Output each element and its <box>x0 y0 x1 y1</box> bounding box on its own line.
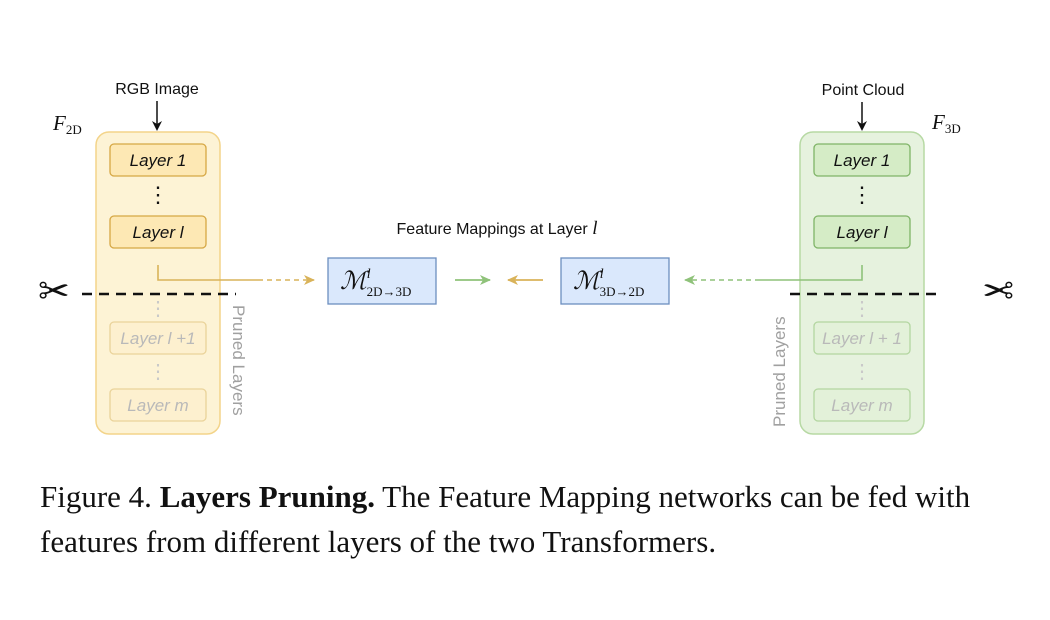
right-layer-l-plus-1-label: Layer l + 1 <box>822 329 902 348</box>
point-cloud-label: Point Cloud <box>822 82 905 99</box>
right-layer-l-box <box>813 215 911 249</box>
right-layer-1-label: Layer 1 <box>834 151 891 170</box>
left-pruned-layers-label: Pruned Layers <box>229 305 248 416</box>
right-pruned-layers-label: Pruned Layers <box>770 316 789 427</box>
caption-text: The Feature Mapping networks can be fed … <box>40 479 971 559</box>
caption-prefix: Figure 4. <box>40 479 160 514</box>
feature-2d-symbol: F2D <box>52 111 82 137</box>
left-layer-feature-connector <box>157 265 258 281</box>
left-layer-m-label: Layer m <box>127 396 188 415</box>
right-layer-feature-connector <box>760 265 863 281</box>
right-layer-l-label: Layer l <box>836 223 888 242</box>
right-layer-m-label: Layer m <box>831 396 892 415</box>
left-layer-m-box <box>109 388 207 422</box>
mapping-2d-to-3d-box <box>327 257 437 305</box>
feature-3d-symbol: F3D <box>931 110 961 136</box>
left-dots-pruned-upper: ⋮ <box>148 298 168 320</box>
right-layer-m-box <box>813 388 911 422</box>
right-dots-upper: ⋮ <box>851 182 873 207</box>
left-encoder: RGB Image F2D Layer 1 ⋮ Layer l ⋮ Layer … <box>38 81 248 435</box>
left-dots-pruned-lower: ⋮ <box>148 361 168 383</box>
right-column-background <box>799 131 925 435</box>
left-column-background <box>95 131 221 435</box>
left-layer-l-plus-1-label: Layer l +1 <box>120 329 195 348</box>
layers-pruning-diagram: RGB Image F2D Layer 1 ⋮ Layer l ⋮ Layer … <box>38 81 1014 435</box>
rgb-image-label: RGB Image <box>115 81 199 98</box>
figure-caption: Figure 4. Layers Pruning. The Feature Ma… <box>40 474 1030 564</box>
feature-mappings-title: Feature Mappings at Layer l <box>397 218 598 239</box>
right-encoder: Point Cloud F3D Layer 1 ⋮ Layer l ⋮ Laye… <box>770 82 1014 435</box>
right-scissors-icon: ✂ <box>982 271 1014 313</box>
caption-bold-title: Layers Pruning. <box>159 479 375 514</box>
left-layer-1-box <box>109 143 207 177</box>
left-layer-l-box <box>109 215 207 249</box>
left-scissors-icon: ✂ <box>38 271 70 313</box>
left-layer-l-plus-1-box <box>109 321 207 355</box>
mapping-3d-to-2d-box <box>560 257 670 305</box>
right-dots-pruned-lower: ⋮ <box>852 361 872 383</box>
right-dots-pruned-upper: ⋮ <box>852 298 872 320</box>
left-dots-upper: ⋮ <box>147 182 169 207</box>
right-layer-1-box <box>813 143 911 177</box>
left-layer-1-label: Layer 1 <box>130 151 187 170</box>
right-layer-l-plus-1-box <box>813 321 911 355</box>
left-layer-l-label: Layer l <box>132 223 184 242</box>
